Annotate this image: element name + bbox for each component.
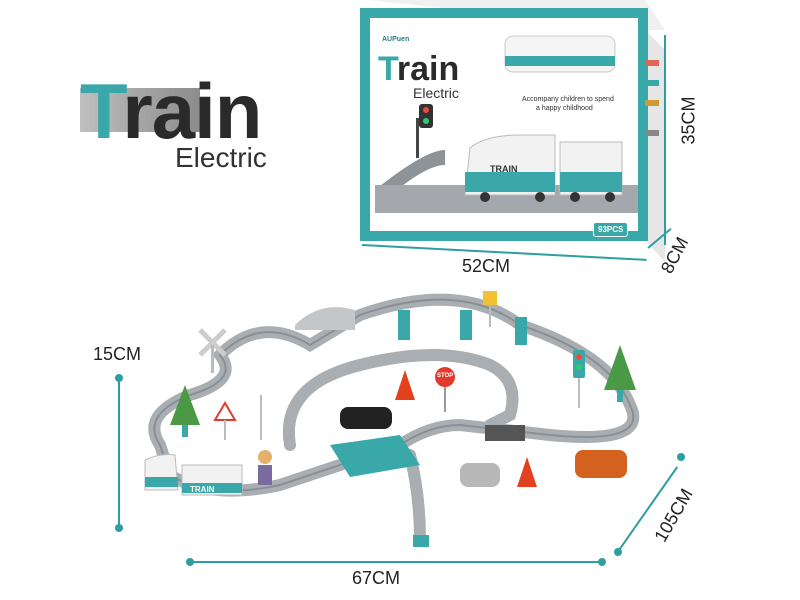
box-tagline: Accompany children to spend a happy chil… bbox=[522, 96, 614, 114]
box-title: Train bbox=[378, 52, 459, 86]
box-height-label: 35CM bbox=[678, 96, 699, 145]
box-tagline-line-2: a happy childhood bbox=[536, 104, 593, 112]
box-count-badge: 93PCS bbox=[593, 222, 629, 237]
box-height-line bbox=[664, 35, 666, 245]
set-width-right-dot bbox=[598, 558, 606, 566]
set-width-line bbox=[190, 561, 602, 563]
box-subtitle: Electric bbox=[413, 85, 459, 101]
set-width-label: 67CM bbox=[352, 568, 401, 588]
track-set-illustration bbox=[144, 291, 640, 547]
set-height-top-dot bbox=[115, 374, 123, 382]
box-train-label: TRAIN bbox=[490, 164, 518, 174]
logo-title-rest: rain bbox=[122, 67, 262, 155]
set-depth-top-dot bbox=[677, 453, 685, 461]
set-train-label: TRAIN bbox=[190, 485, 215, 494]
set-width-left-dot bbox=[186, 558, 194, 566]
set-height-line bbox=[118, 378, 120, 528]
set-depth-bottom-dot bbox=[614, 548, 622, 556]
logo-accent-bar bbox=[80, 88, 200, 132]
logo-letter-t: T bbox=[80, 67, 123, 155]
product-box-illustration bbox=[360, 0, 665, 262]
logo-title: Train bbox=[80, 72, 262, 150]
box-brand: AUPuen bbox=[382, 36, 410, 43]
logo-subtitle: Electric bbox=[175, 142, 267, 173]
box-tagline-line-1: Accompany children to spend bbox=[522, 96, 614, 103]
box-width-label: 52CM bbox=[462, 256, 511, 276]
stop-sign-label: STOP bbox=[437, 373, 454, 379]
box-title-t: T bbox=[378, 50, 397, 88]
set-height-label: 15CM bbox=[93, 344, 142, 364]
set-height-bottom-dot bbox=[115, 524, 123, 532]
box-title-rest: rain bbox=[396, 50, 460, 88]
